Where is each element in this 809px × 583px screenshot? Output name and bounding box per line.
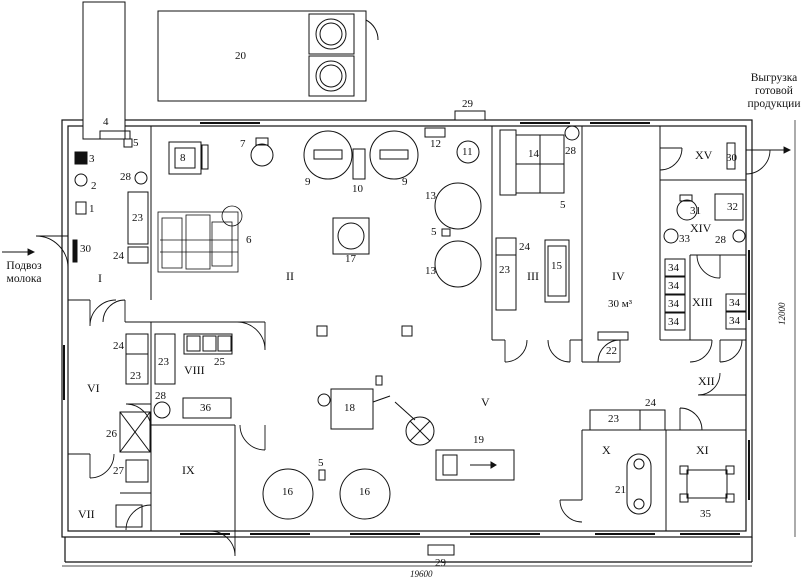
room-label-vi: VI [87, 381, 100, 395]
equipment-label-25: 25 [214, 356, 225, 368]
duct-block-4 [82, 1, 126, 140]
equipment-label-13b: 13 [425, 265, 436, 277]
room-iii-equipment [495, 125, 580, 311]
room-label-xii: XII [698, 374, 715, 388]
equipment-label-23c: 23 [130, 370, 141, 382]
equipment-label-35: 35 [700, 508, 711, 520]
equipment-6 [157, 205, 243, 273]
equipment-label-5a: 5 [133, 137, 139, 149]
equipment-label-5b: 5 [431, 226, 437, 238]
equipment-label-20: 20 [235, 50, 246, 62]
sanitary-equipment [597, 142, 747, 341]
rooms-x-xi-equipment [626, 453, 735, 515]
equipment-label-12: 12 [430, 138, 441, 150]
output-label: Выгрузка готовой продукции [747, 72, 801, 110]
room-label-i: I [98, 271, 102, 285]
room-label-xv: XV [695, 148, 713, 162]
milk-supply-label: Подвоз молока [6, 260, 42, 285]
equipment-label-30a: 30 [80, 243, 91, 255]
equipment-label-24a: 24 [113, 250, 124, 262]
room-label-xiii: XIII [692, 295, 713, 309]
equipment-label-29b: 29 [435, 557, 446, 569]
equipment-label-28d: 28 [155, 390, 166, 402]
equipment-label-34d: 34 [668, 316, 679, 328]
equipment-label-34a: 34 [668, 262, 679, 274]
equipment-label-3: 3 [89, 153, 95, 165]
equipment-label-33: 33 [679, 233, 690, 245]
equipment-label-26: 26 [106, 428, 117, 440]
equipment-label-23a: 23 [132, 212, 143, 224]
room-label-xi: XI [696, 443, 709, 457]
equipment-label-36: 36 [200, 402, 211, 414]
unit-29 [427, 110, 486, 556]
flow-arrows [2, 146, 792, 256]
equipment-label-23b: 23 [499, 264, 510, 276]
equipment-label-18: 18 [344, 402, 355, 414]
room-v-equipment [262, 375, 666, 520]
equipment-label-27: 27 [113, 465, 124, 477]
equipment-label-17: 17 [345, 253, 356, 265]
room-label-xiv: XIV [690, 221, 712, 235]
equipment-label-16b: 16 [359, 486, 370, 498]
equipment-label-24d: 24 [645, 397, 656, 409]
room-label-vii: VII [78, 507, 95, 521]
room-label-x: X [602, 443, 611, 457]
room-label-viii: VIII [184, 363, 205, 377]
room-label-v: V [481, 395, 490, 409]
equipment-label-16a: 16 [282, 486, 293, 498]
equipment-label-22: 22 [606, 345, 617, 357]
equipment-label-28c: 28 [715, 234, 726, 246]
equipment-label-34f: 34 [729, 315, 740, 327]
equipment-label-6: 6 [246, 234, 252, 246]
dimension-height: 12000 [777, 302, 787, 326]
equipment-label-19: 19 [473, 434, 484, 446]
equipment-label-11: 11 [462, 146, 473, 158]
room-label-ii: II [286, 269, 294, 283]
room-label-iii: III [527, 269, 539, 283]
equipment-label-5d: 5 [318, 457, 324, 469]
room-label-ix: IX [182, 463, 195, 477]
equipment-label-2: 2 [91, 180, 97, 192]
equipment-label-34e: 34 [729, 297, 740, 309]
equipment-label-28a: 28 [120, 171, 131, 183]
equipment-label-34c: 34 [668, 298, 679, 310]
equipment-label-9a: 9 [305, 176, 311, 188]
equipment-label-15: 15 [551, 260, 562, 272]
dimension-lines [62, 120, 796, 567]
equipment-label-13a: 13 [425, 190, 436, 202]
equipment-label-14: 14 [528, 148, 539, 160]
equipment-label-4: 4 [103, 116, 109, 128]
interior-walls [68, 126, 746, 531]
equipment-label-24b: 24 [519, 241, 530, 253]
equipment-label-29a: 29 [462, 98, 473, 110]
equipment-label-5c: 5 [560, 199, 566, 211]
equipment-label-9b: 9 [402, 176, 408, 188]
volume-label: 30 м³ [608, 298, 633, 310]
equipment-label-30b: 30 [726, 152, 737, 164]
rooms-vi-ix-equipment [115, 333, 233, 528]
equipment-label-23e: 23 [608, 413, 619, 425]
equipment-label-8: 8 [180, 152, 186, 164]
equipment-label-21: 21 [615, 484, 626, 496]
equipment-label-31: 31 [690, 205, 701, 217]
equipment-label-7: 7 [240, 138, 246, 150]
equipment-label-32: 32 [727, 201, 738, 213]
equipment-label-34b: 34 [668, 280, 679, 292]
room-i-equipment [72, 130, 149, 264]
room-ii-equipment [168, 127, 482, 337]
tank-block-20 [157, 10, 379, 102]
equipment-label-28b: 28 [565, 145, 576, 157]
equipment-label-23d: 23 [158, 356, 169, 368]
equipment-label-10: 10 [352, 183, 363, 195]
dimension-width: 19600 [410, 569, 433, 579]
windows [63, 122, 750, 535]
room-label-iv: IV [612, 269, 625, 283]
equipment-label-1: 1 [89, 203, 95, 215]
doors [35, 147, 771, 557]
equipment-label-24c: 24 [113, 340, 124, 352]
